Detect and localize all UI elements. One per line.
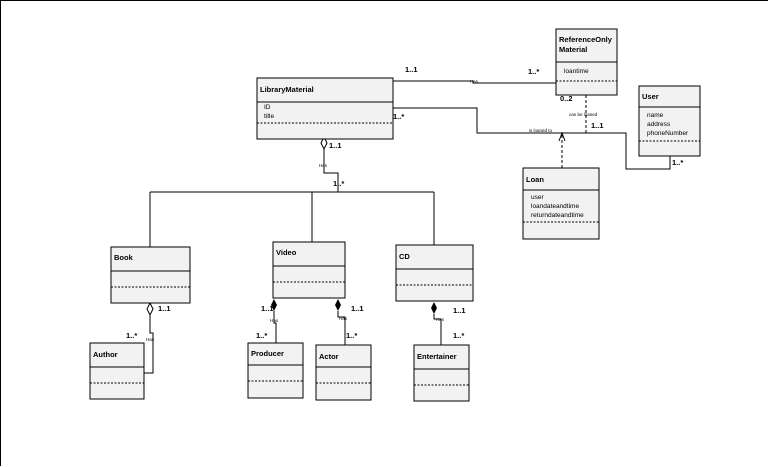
multiplicity-label: 1..1	[158, 304, 171, 313]
edge-lm-refonly	[393, 80, 556, 84]
attribute: ID	[264, 104, 271, 111]
relation-label: Has	[470, 79, 479, 84]
class-title: Video	[276, 248, 297, 257]
attribute: phoneNumber	[647, 130, 689, 137]
relation-label: Has	[270, 318, 279, 323]
aggregation-diamond-book	[146, 301, 154, 317]
multiplicity-label: 1..1	[453, 306, 466, 315]
relation-label: can be loaned	[569, 112, 598, 117]
class-title: ReferenceOnly	[559, 35, 613, 44]
attribute: loandateandtime	[531, 203, 579, 210]
edge-lm-user	[393, 107, 671, 170]
multiplicity-label: 1..*	[528, 67, 539, 76]
class-title: User	[642, 92, 659, 101]
class-loan[interactable]: Loan user loandateandtime returndateandt…	[522, 167, 600, 240]
edge-book-author	[144, 315, 154, 374]
edge-video-producer	[273, 311, 277, 343]
multiplicity-label: 1..*	[256, 331, 267, 340]
class-actor[interactable]: Actor	[315, 344, 372, 401]
relation-label: Has	[436, 317, 445, 322]
class-title: CD	[399, 252, 410, 261]
attribute: address	[647, 121, 671, 128]
multiplicity-label: 1..*	[453, 331, 464, 340]
attribute: returndateandtime	[531, 212, 584, 219]
class-book[interactable]: Book	[110, 246, 191, 304]
relation-label: is loaned to	[529, 128, 553, 133]
multiplicity-label: 1..*	[333, 179, 344, 188]
composition-diamond-entertainer	[431, 302, 437, 314]
class-title: Book	[114, 253, 134, 262]
multiplicity-label: 1..*	[672, 158, 683, 167]
relation-label: Has	[146, 337, 155, 342]
class-title: LibraryMaterial	[260, 85, 314, 94]
class-title: Author	[93, 350, 118, 359]
class-video[interactable]: Video	[272, 241, 346, 299]
class-entertainer[interactable]: Entertainer	[413, 344, 470, 402]
attribute: title	[264, 113, 275, 120]
class-author[interactable]: Author	[89, 342, 145, 400]
class-library-material[interactable]: LibraryMaterial ID title	[256, 77, 394, 140]
class-reference-only-material[interactable]: ReferenceOnly Material loantime	[555, 28, 618, 96]
multiplicity-label: 1..*	[126, 331, 137, 340]
multiplicity-label: 1..1	[351, 304, 364, 313]
relation-label: Has	[319, 163, 328, 168]
multiplicity-label: 1..1	[591, 121, 604, 130]
multiplicity-label: 1..*	[346, 331, 357, 340]
relation-label: Has	[339, 316, 348, 321]
arrow-head-loan	[558, 131, 566, 142]
class-producer[interactable]: Producer	[247, 342, 304, 399]
attribute: loantime	[564, 68, 589, 75]
attribute: user	[531, 194, 544, 201]
class-user[interactable]: User name address phoneNumber	[638, 85, 701, 157]
multiplicity-label: 1..1	[261, 304, 274, 313]
attribute: name	[647, 112, 664, 119]
class-title: Material	[559, 45, 587, 54]
multiplicity-label: 1..1	[405, 65, 418, 74]
class-title: Actor	[319, 352, 339, 361]
multiplicity-label: 1..1	[329, 141, 342, 150]
composition-diamond-producer	[271, 299, 277, 311]
class-title: Producer	[251, 349, 284, 358]
multiplicity-label: 0..2	[560, 94, 573, 103]
class-title: Entertainer	[417, 352, 457, 361]
class-title: Loan	[526, 175, 544, 184]
edge-video-actor	[337, 311, 346, 345]
composition-diamond-actor	[335, 299, 341, 311]
edge-cd-entertainer	[433, 314, 442, 345]
aggregation-diamond-lm	[320, 135, 328, 151]
class-cd[interactable]: CD	[395, 244, 474, 302]
multiplicity-label: 1..*	[393, 112, 404, 121]
